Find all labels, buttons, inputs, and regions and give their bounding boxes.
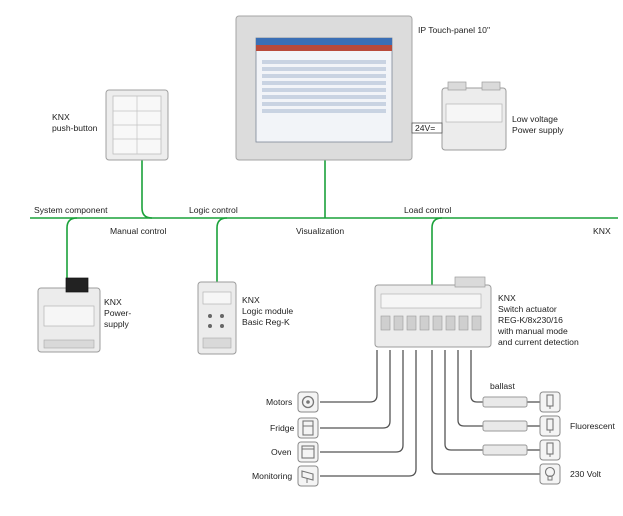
oven-icon (297, 441, 319, 463)
label-system-component: System component (34, 205, 108, 215)
bus-drop-push-button (141, 160, 153, 219)
wire-230v (431, 350, 540, 475)
fluorescent-lamp-icon-1 (539, 391, 561, 413)
label-fluorescent: Fluorescent (570, 421, 616, 431)
switch-actuator-label-2: Switch actuator (498, 304, 557, 314)
push-button (105, 89, 169, 161)
label-manual-control: Manual control (110, 226, 166, 236)
knx-power-supply-label-2: Power- (104, 308, 131, 318)
bus-drop-power-supply (66, 217, 78, 288)
wire-oven (320, 350, 404, 453)
lv-power-supply-label-1: Low voltage (512, 114, 558, 124)
label-fridge: Fridge (270, 423, 295, 433)
push-button-label-1: KNX (52, 112, 70, 122)
wire-monitoring (320, 350, 417, 477)
logic-module-label-3: Basic Reg-K (242, 317, 290, 327)
wire-ballast-1 (470, 350, 483, 403)
fridge-icon (297, 417, 319, 439)
voltage-label: 24V= (415, 123, 435, 133)
bus-drop-logic-module (216, 217, 228, 282)
label-knx: KNX (593, 226, 611, 236)
ballast-2 (482, 420, 528, 432)
logic-module (197, 281, 237, 355)
knx-power-supply (37, 277, 101, 353)
ballast-3 (482, 444, 528, 456)
push-button-label-2: push-button (52, 123, 98, 133)
monitoring-icon (297, 465, 319, 487)
touch-panel-label: IP Touch-panel 10" (418, 25, 490, 35)
switch-actuator-label-4: with manual mode (497, 326, 568, 336)
label-load-control: Load control (404, 205, 451, 215)
label-visualization: Visualization (296, 226, 344, 236)
lv-power-supply (441, 81, 507, 151)
wire-fridge (320, 350, 391, 429)
bulb-icon (539, 463, 561, 485)
logic-module-label-1: KNX (242, 295, 260, 305)
ballast-1 (482, 396, 528, 408)
label-motors: Motors (266, 397, 292, 407)
label-oven: Oven (271, 447, 292, 457)
ballast-label: ballast (490, 381, 515, 391)
bus-drop-switch-actuator (431, 217, 443, 285)
wire-motors (320, 350, 378, 403)
logic-module-label-2: Logic module (242, 306, 293, 316)
touch-panel (235, 15, 413, 161)
motor-icon (297, 391, 319, 413)
label-logic-control: Logic control (189, 205, 238, 215)
fluorescent-lamp-icon-3 (539, 439, 561, 461)
switch-actuator-label-1: KNX (498, 293, 516, 303)
knx-power-supply-label-3: supply (104, 319, 130, 329)
wire-ballast-2 (457, 350, 483, 427)
switch-actuator-label-5: and current detection (498, 337, 579, 347)
knx-power-supply-label-1: KNX (104, 297, 122, 307)
lv-power-supply-label-2: Power supply (512, 125, 564, 135)
screen-rows (262, 60, 386, 113)
switch-actuator (374, 276, 492, 348)
fluorescent-lamp-icon-2 (539, 415, 561, 437)
voltage-box (411, 122, 443, 134)
switch-actuator-label-3: REG-K/8x230/16 (498, 315, 563, 325)
label-230-volt: 230 Volt (570, 469, 602, 479)
label-monitoring: Monitoring (252, 471, 292, 481)
actuator-channels (380, 315, 482, 331)
wire-ballast-3 (444, 350, 483, 451)
